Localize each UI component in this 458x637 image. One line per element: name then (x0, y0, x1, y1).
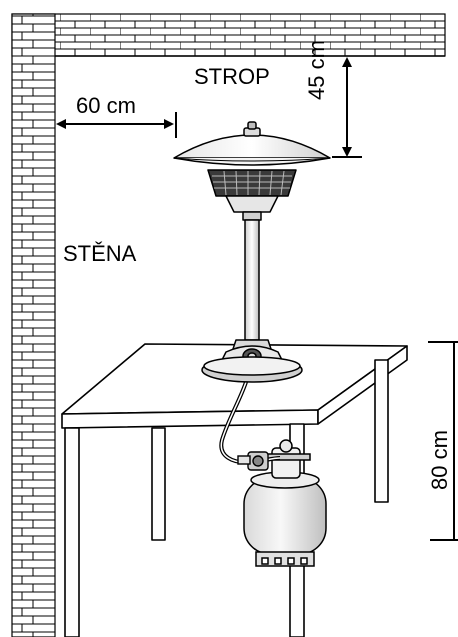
wall-label: STĚNA (63, 241, 137, 266)
table (61, 343, 408, 637)
ceiling-label: STROP (194, 64, 270, 89)
horizontal-clearance-label: 60 cm (76, 93, 136, 118)
gas-tank (243, 439, 327, 567)
ceiling (11, 13, 446, 57)
wall (11, 13, 445, 637)
table-height-dimension (428, 341, 458, 541)
horizontal-dimension-arrow (56, 112, 177, 138)
vertical-clearance-label: 45 cm (304, 40, 329, 100)
gas-regulator (237, 451, 269, 471)
table-height-label: 80 cm (427, 430, 452, 490)
patio-heater (173, 121, 331, 383)
vertical-dimension-arrow (332, 57, 362, 158)
